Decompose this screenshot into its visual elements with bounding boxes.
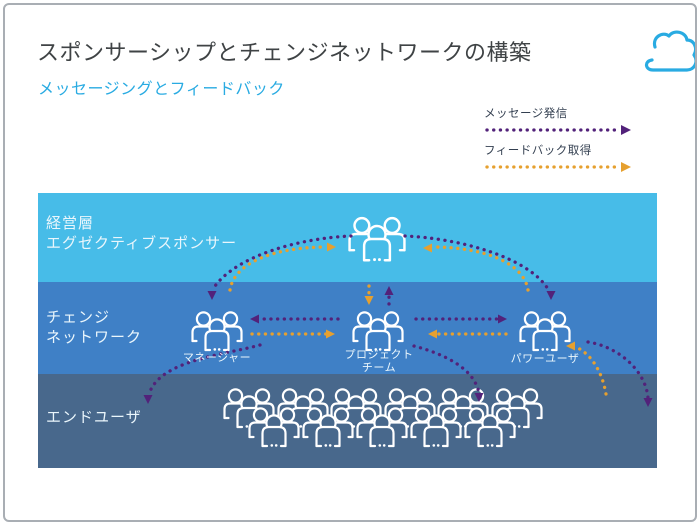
message-arrowhead bbox=[546, 291, 556, 300]
feedback-arrowhead bbox=[566, 341, 575, 351]
layer-label-change-network: チェンジ ネットワーク bbox=[46, 309, 143, 346]
feedback-arrow-power-user-to-exec bbox=[430, 245, 530, 292]
feedback-arrowhead bbox=[327, 242, 336, 252]
message-arrow-exec-to-manager bbox=[211, 234, 353, 291]
feedback-arrowhead bbox=[326, 329, 335, 339]
message-arrow-exec-to-power-user bbox=[403, 234, 550, 291]
feedback-arrowhead bbox=[428, 329, 437, 339]
cloud-logo-icon bbox=[644, 30, 695, 72]
message-arrowhead bbox=[207, 291, 217, 300]
feedback-arrow-sample bbox=[485, 162, 631, 172]
message-arrow-project-to-end-users bbox=[412, 344, 481, 395]
feedback-arrow-end-users-to-power-user bbox=[574, 345, 608, 396]
legend-label-feedback: フィードバック取得 bbox=[484, 145, 592, 157]
message-arrowhead bbox=[143, 395, 153, 404]
message-arrowhead bbox=[250, 314, 259, 324]
layer-label-executive: 経営層 エグゼクティブスポンサー bbox=[46, 215, 238, 252]
legend-item-feedback: フィードバック取得 bbox=[484, 142, 644, 173]
diagram-canvas bbox=[38, 193, 657, 468]
message-arrowhead bbox=[643, 398, 653, 407]
message-arrowhead bbox=[474, 393, 484, 402]
message-arrow-sample bbox=[485, 125, 631, 135]
manager-label: マネージャー bbox=[182, 352, 252, 364]
message-flows bbox=[143, 234, 653, 407]
message-arrow-power-user-to-end-users bbox=[586, 340, 650, 400]
slide-title: スポンサーシップとチェンジネットワークの構築 bbox=[37, 40, 532, 65]
legend-item-message: メッセージ発信 bbox=[484, 105, 644, 136]
message-arrowhead bbox=[498, 314, 507, 324]
message-arrowhead bbox=[384, 286, 394, 295]
legend-label-message: メッセージ発信 bbox=[484, 108, 568, 120]
layer-label-end-users: エンドユーザ bbox=[46, 409, 142, 426]
message-arrow-manager-to-end-users bbox=[147, 343, 262, 396]
flow-legend: メッセージ発信 フィードバック取得 bbox=[484, 105, 644, 179]
project-team-label: プロジェクト チーム bbox=[344, 349, 414, 374]
feedback-flows bbox=[228, 242, 608, 396]
slide-frame: スポンサーシップとチェンジネットワークの構築 メッセージングとフィードバック メ… bbox=[3, 3, 697, 522]
slide-subtitle: メッセージングとフィードバック bbox=[38, 81, 285, 98]
layer-band-executive bbox=[38, 193, 657, 282]
power-user-label: パワーユーザ bbox=[510, 353, 580, 365]
feedback-arrow-manager-to-exec bbox=[228, 245, 329, 292]
feedback-arrowhead bbox=[364, 296, 374, 305]
feedback-arrowhead bbox=[423, 243, 432, 253]
